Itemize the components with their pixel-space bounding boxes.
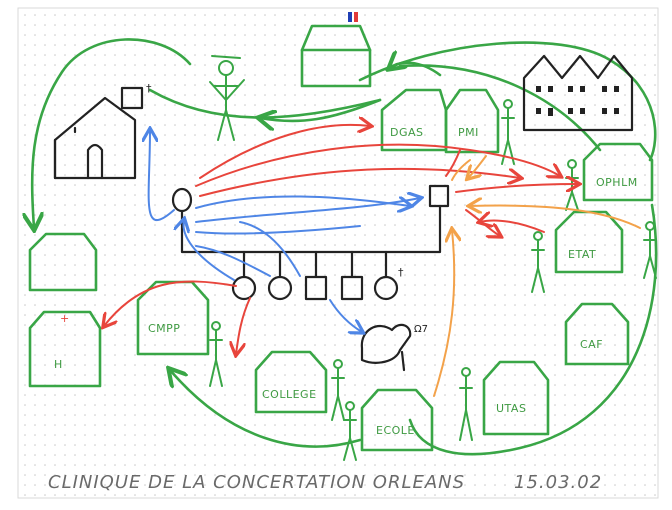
townhouses-icon xyxy=(522,54,634,132)
red-arrow-1 xyxy=(195,143,560,187)
flag-red xyxy=(354,12,358,22)
loop-arrow-left xyxy=(32,38,192,228)
blue-arrow-2 xyxy=(195,198,420,223)
house-ophlm: OPHLM xyxy=(582,142,654,202)
town-hall-icon xyxy=(300,12,372,88)
figure-ecole xyxy=(343,401,357,461)
label-college: COLLEGE xyxy=(262,388,317,401)
label-caf: CAF xyxy=(580,338,603,351)
caption-date: 15.03.02 xyxy=(514,472,602,493)
house-pmi: PMI xyxy=(444,88,500,154)
loop-arrow-top xyxy=(358,41,657,162)
orange-arrow-pmi-2 xyxy=(468,155,487,178)
house-utas: UTAS xyxy=(482,360,550,436)
child-2-symbol xyxy=(267,275,293,301)
blue-arrow-5 xyxy=(239,221,301,277)
loop-arrow-top-right xyxy=(398,64,602,152)
house-college: COLLEGE xyxy=(254,350,328,414)
child-1-symbol xyxy=(231,275,257,301)
blue-arrow-3 xyxy=(183,220,235,281)
child-3-symbol xyxy=(304,275,328,301)
svg-text:†: † xyxy=(146,82,152,95)
label-hopital: H xyxy=(54,358,63,371)
svg-text:†: † xyxy=(398,266,404,279)
svg-text:Ω7: Ω7 xyxy=(414,324,428,335)
doctor-figure-icon xyxy=(209,55,245,141)
house-ecole: ECOLE xyxy=(360,388,434,452)
red-arrow-2 xyxy=(199,125,370,179)
blue-arrow-1 xyxy=(195,195,410,208)
loop-arrow-right xyxy=(408,203,658,456)
child-4-symbol xyxy=(340,275,364,301)
house-caf: CAF xyxy=(564,302,630,366)
dog-icon: Ω7 xyxy=(360,323,428,372)
figure-etat-left xyxy=(531,231,545,293)
house-etat: ETAT xyxy=(554,210,624,274)
figure-college xyxy=(331,359,345,421)
figure-etat-right xyxy=(643,221,657,279)
label-cmpp: CMPP xyxy=(148,322,180,335)
flag-blue xyxy=(348,12,352,22)
loop-arrow-bottom xyxy=(170,370,362,448)
figure-cmpp xyxy=(209,321,223,387)
house-unlabeled-left xyxy=(28,232,98,292)
blue-arrow-church xyxy=(149,130,175,222)
caption-title: CLINIQUE DE LA CONCERTATION ORLEANS xyxy=(48,472,465,493)
orange-arrow-etat xyxy=(470,206,641,229)
blue-arrow-4 xyxy=(195,245,271,277)
red-arrow-ophlm xyxy=(455,184,578,193)
figure-utas xyxy=(459,367,473,441)
svg-text:+: + xyxy=(60,312,69,325)
child-5-symbol xyxy=(373,275,399,301)
label-ecole: ECOLE xyxy=(376,424,415,437)
church-icon: † xyxy=(53,82,152,180)
label-dgas: DGAS xyxy=(390,126,424,139)
orange-arrow-pmi xyxy=(451,159,471,181)
label-etat: ETAT xyxy=(568,248,596,261)
blue-arrow-6 xyxy=(195,225,361,235)
orange-arrow-ecole xyxy=(433,230,454,397)
children-lines xyxy=(242,250,388,278)
house-cmpp: CMPP xyxy=(136,280,210,356)
house-hopital: + H xyxy=(28,310,102,388)
red-arrow-cmpp xyxy=(104,280,237,326)
loop-arrow-top-return xyxy=(390,63,442,77)
red-arrow-pmi xyxy=(445,149,461,177)
red-arrow-etat xyxy=(480,220,545,233)
label-pmi: PMI xyxy=(458,126,479,139)
figure-pmi xyxy=(501,99,515,165)
label-ophlm: OPHLM xyxy=(596,176,638,189)
loop-arrow-upper-head xyxy=(260,98,382,121)
blue-arrow-dog xyxy=(329,299,362,332)
red-arrow-down xyxy=(236,297,251,354)
label-utas: UTAS xyxy=(496,402,526,415)
